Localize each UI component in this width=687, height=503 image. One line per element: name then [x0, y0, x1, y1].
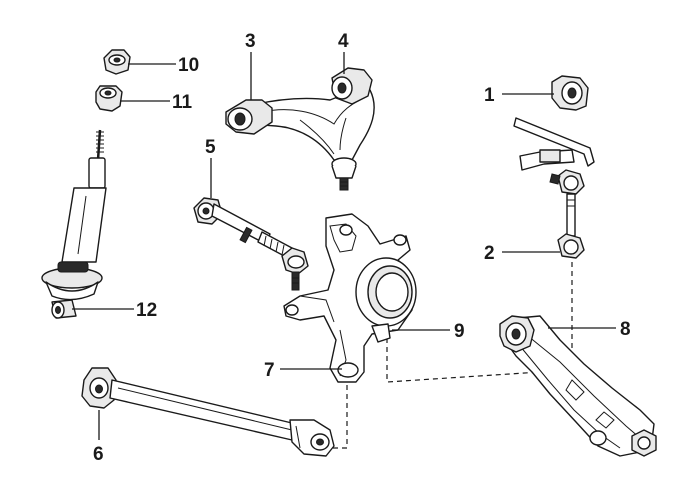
stabilizer-bar: [513, 117, 595, 171]
callout-8: 8: [620, 319, 631, 340]
part-6-trailing-arm: [81, 367, 335, 457]
part-1-stabilizer-bushing: [551, 75, 589, 111]
callout-10: 10: [178, 55, 199, 76]
callout-2: 2: [484, 243, 495, 264]
callout-11: 11: [172, 92, 193, 113]
part-7-steering-knuckle: [283, 213, 417, 383]
callout-5: 5: [205, 137, 216, 158]
part-8-lower-control-arm: [499, 315, 657, 457]
part-10-nut: [103, 49, 131, 75]
callout-3: 3: [245, 31, 256, 52]
part-2-stabilizer-link: [549, 169, 585, 259]
callout-1: 1: [484, 85, 495, 106]
callout-7: 7: [264, 360, 275, 381]
callout-4: 4: [338, 31, 349, 52]
callout-labels: 1 2 3 4 5 6 7 8 9 10 11 12: [93, 31, 631, 465]
callout-9: 9: [454, 321, 465, 342]
callout-12: 12: [136, 300, 157, 321]
part-5-lateral-link: [193, 197, 309, 291]
part-12-shock-absorber: [41, 129, 107, 319]
callout-6: 6: [93, 444, 104, 465]
part-11-bushing: [95, 85, 123, 112]
leader-lines: [72, 52, 616, 440]
part-3-upper-arm: [225, 67, 375, 191]
